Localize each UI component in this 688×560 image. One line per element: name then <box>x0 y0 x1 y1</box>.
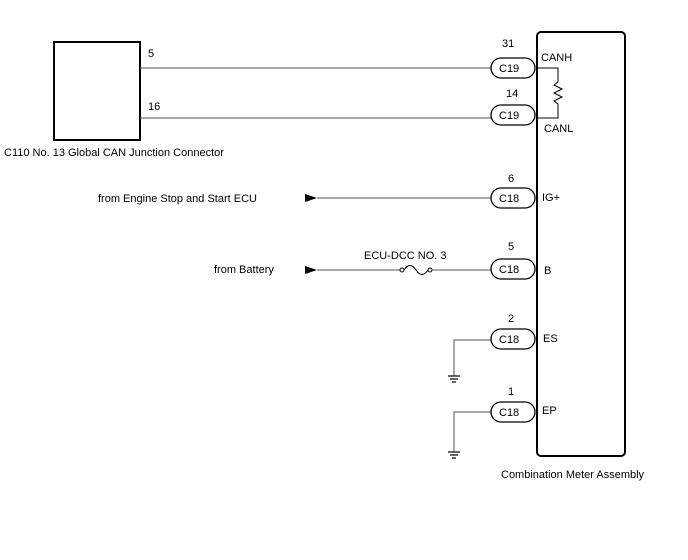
fuse-icon <box>399 265 433 275</box>
combination-meter-label: Combination Meter Assembly <box>501 469 645 481</box>
termination-resistor <box>536 67 564 119</box>
terminal-name: ES <box>543 333 558 345</box>
engine-ecu-arrow-icon <box>305 194 317 202</box>
combination-meter-box <box>536 31 626 457</box>
connector-id: C18 <box>499 407 519 419</box>
fuse-label: ECU-DCC NO. 3 <box>364 250 447 262</box>
es-ground-wire <box>453 339 492 376</box>
junction-pin-canh: 5 <box>148 48 154 60</box>
ground-icon-ep <box>448 451 460 459</box>
terminal-name: B <box>544 265 551 277</box>
pin-number: 5 <box>508 241 514 253</box>
terminal-name: CANL <box>544 123 573 135</box>
connector-ig: 6 C18 IG+ <box>490 173 560 209</box>
junction-pin-canl: 16 <box>148 101 160 113</box>
terminal-name: EP <box>542 405 557 417</box>
battery-arrow-icon <box>305 266 317 274</box>
can-junction-connector-box <box>53 41 141 141</box>
pin-number: 2 <box>508 313 514 325</box>
connector-b: 5 C18 B <box>490 241 551 280</box>
connector-id: C19 <box>499 110 519 122</box>
ground-icon-es <box>448 375 460 383</box>
terminal-name: CANH <box>541 52 572 64</box>
can-junction-connector-label: C110 No. 13 Global CAN Junction Connecto… <box>4 147 224 159</box>
ep-ground-wire <box>453 411 492 452</box>
connector-id: C18 <box>499 193 519 205</box>
pin-number: 6 <box>508 173 514 185</box>
battery-source-label: from Battery <box>214 264 274 276</box>
pin-number: 14 <box>506 88 518 100</box>
connector-es: 2 C18 ES <box>490 313 558 350</box>
terminal-name: IG+ <box>542 192 560 204</box>
connector-id: C18 <box>499 264 519 276</box>
connector-ep: 1 C18 EP <box>490 386 557 423</box>
connector-id: C19 <box>499 63 519 75</box>
engine-ecu-source-label: from Engine Stop and Start ECU <box>98 193 257 205</box>
connector-id: C18 <box>499 334 519 346</box>
pin-number: 31 <box>502 38 514 50</box>
pin-number: 1 <box>508 386 514 398</box>
connector-canh: 31 C19 CANH <box>490 38 572 79</box>
connector-canl: 14 C19 CANL <box>490 88 573 135</box>
